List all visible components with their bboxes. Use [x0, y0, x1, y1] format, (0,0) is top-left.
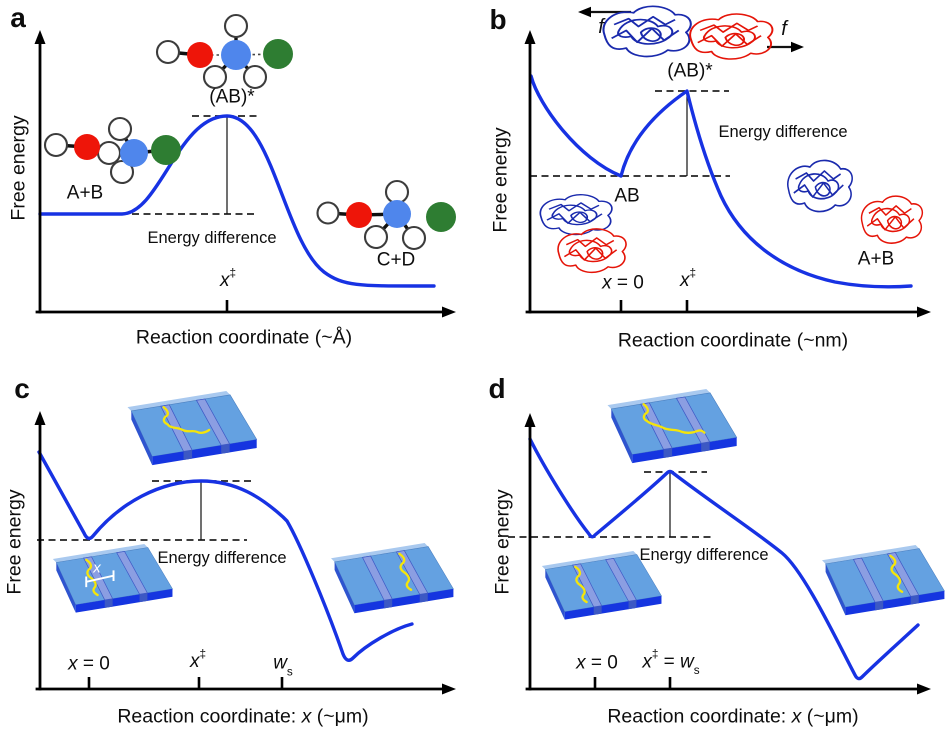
tick-base: w — [273, 652, 287, 674]
tick-sup: ‡ — [651, 648, 659, 662]
panel-a-plot — [34, 13, 456, 318]
x-axis — [35, 677, 456, 695]
energy-difference-label: Energy difference — [718, 122, 848, 141]
tick-rest: = 0 — [585, 652, 618, 674]
force-right-label: f — [781, 18, 787, 40]
tick-sup: ‡ — [229, 267, 237, 281]
tick-sub: s — [286, 665, 293, 679]
molecule-products-c-plus-d — [316, 179, 456, 251]
protein-a-ribbon-top — [602, 5, 692, 58]
tick-base: x — [602, 272, 612, 294]
x-axis-label-x: x — [301, 705, 312, 728]
y-axis-label: Free energy — [3, 489, 26, 595]
x-axis-label-x: x — [791, 705, 802, 728]
protein-b-ribbon-bound — [557, 228, 627, 274]
free-energy-curve — [529, 74, 913, 289]
x-axis-label: Reaction coordinate: x (~μm) — [117, 707, 368, 727]
transition-state-label: (AB)* — [209, 86, 255, 108]
tick-eq: = — [658, 651, 681, 673]
energy-difference-label: Energy difference — [639, 545, 769, 564]
x-axis-label: Reaction coordinate: x (~μm) — [607, 707, 858, 727]
origin-tick-label: x = 0 — [68, 655, 110, 674]
free-energy-curve — [38, 114, 436, 288]
distance-bracket — [85, 570, 115, 588]
tick-rest: = 0 — [611, 272, 644, 294]
products-label: C+D — [376, 249, 416, 271]
panel-a: a Free energy Reaction coordinate (~Å) A… — [0, 0, 473, 367]
panel-letter: c — [14, 373, 30, 404]
free-energy-curve — [37, 450, 414, 662]
x-axis-label-post: (~μm) — [801, 705, 859, 728]
barrier-tick-label: x‡ — [219, 267, 237, 292]
barrier-tick-label: x‡ — [679, 267, 697, 292]
x-axis-label: Reaction coordinate (~Å) — [135, 326, 353, 349]
microchannel-slab-right — [821, 544, 945, 616]
tick-base: x — [189, 651, 200, 673]
force-left-label: f — [598, 16, 604, 38]
panel-c-plot — [34, 390, 456, 695]
x-axis-label-pre: Reaction coordinate: — [607, 705, 792, 728]
free-energy-curve — [528, 437, 920, 681]
x-axis-label-pre: Reaction coordinate: — [117, 705, 302, 728]
tick-base: x — [219, 270, 230, 292]
unbound-label: A+B — [857, 248, 895, 270]
y-axis — [524, 30, 536, 314]
x-axis — [35, 300, 456, 318]
y-axis-label: Free energy — [491, 489, 514, 595]
y-axis-label: Free energy — [7, 115, 30, 221]
tick-rest: = 0 — [77, 653, 110, 675]
x-axis-label: Reaction coordinate (~nm) — [617, 329, 849, 352]
tick-sub: s — [693, 663, 700, 677]
transition-state-label: (AB)* — [667, 60, 713, 82]
tick-base: x — [679, 270, 690, 292]
panel-letter: d — [488, 373, 506, 404]
tick-sup: ‡ — [199, 648, 207, 662]
y-axis — [34, 411, 46, 691]
protein-b-ribbon-free — [860, 195, 924, 244]
protein-a-ribbon-free — [786, 159, 854, 213]
x-axis-label-post: (~μm) — [311, 705, 369, 728]
bound-complex-label: AB — [614, 185, 640, 207]
force-arrow-right — [767, 41, 804, 53]
panel-letter: a — [10, 2, 26, 33]
y-axis-label: Free energy — [489, 127, 512, 233]
tick-base: x — [68, 653, 78, 675]
energy-difference-label: Energy difference — [147, 228, 277, 247]
x-axis — [525, 677, 931, 695]
panel-d-plot — [508, 388, 945, 695]
microchannel-slab-top — [127, 390, 258, 466]
protein-b-ribbon-top — [689, 13, 774, 61]
origin-tick-label: x = 0 — [576, 654, 618, 673]
tick-base: x — [642, 651, 652, 673]
microchannel-slab-left — [52, 543, 173, 614]
panel-b: b Free energy Reaction coordinate (~nm) … — [473, 0, 946, 367]
tick-base: x — [576, 652, 586, 674]
slab-distance-label: x — [93, 559, 101, 577]
molecule-reactants-a-plus-b — [43, 116, 181, 185]
panel-d: d Free energy Reaction coordinate: x (~μ… — [473, 367, 946, 733]
panel-b-plot — [524, 5, 931, 318]
tick-sup: ‡ — [689, 267, 697, 281]
x-axis — [525, 300, 931, 318]
microchannel-slab-right — [330, 542, 454, 614]
origin-tick-label: x = 0 — [602, 274, 644, 293]
panel-letter: b — [489, 4, 507, 35]
barrier-equals-ws-tick-label: x‡ = ws — [642, 648, 700, 677]
y-axis — [524, 413, 536, 691]
ws-tick-label: ws — [273, 652, 293, 679]
microchannel-slab-top — [607, 388, 738, 464]
energy-difference-label: Energy difference — [157, 548, 287, 567]
panel-c: c Free energy Reaction coordinate: x (~μ… — [0, 367, 473, 733]
barrier-tick-label: x‡ — [189, 648, 207, 673]
y-axis — [34, 30, 46, 314]
reactants-label: A+B — [66, 182, 104, 204]
tick-base2: w — [680, 651, 694, 673]
molecule-transition-state — [155, 13, 293, 90]
